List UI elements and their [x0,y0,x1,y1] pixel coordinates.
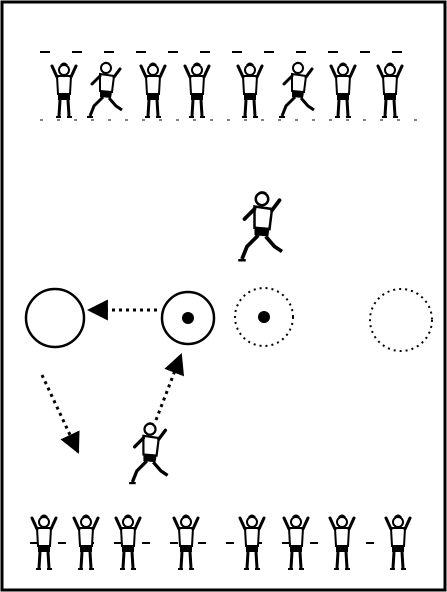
bottom-group-left [30,513,200,571]
bottom-player-2 [72,513,100,571]
run-to-station-arrow [154,353,185,421]
top-player-2 [85,60,124,119]
bottom-player-1 [30,513,58,571]
top-player-6 [277,60,316,119]
top-player-3 [139,61,167,119]
bottom-player-8 [384,513,412,571]
bottom-player-7 [328,513,356,571]
bottom-player-3 [114,513,142,571]
bottom-player-6 [282,513,310,571]
running-player-icon [236,189,284,263]
top-player-1 [50,61,78,119]
ball-icon [182,312,194,324]
top-group-left [50,60,211,119]
run-to-bottom-arrow [40,374,80,454]
bottom-player-4 [172,513,200,571]
arrows [40,299,185,454]
top-player-8 [376,61,404,119]
central-runner [236,189,284,263]
empty-station [369,288,433,352]
top-group-right [236,60,404,119]
top-player-7 [329,61,357,119]
target-left [24,287,86,349]
top-player-5 [236,61,264,119]
stations [24,287,433,352]
top-player-4 [183,61,211,119]
running-player-icon [127,420,170,485]
bottom-group-right [238,513,412,571]
bottom-runner [127,420,170,485]
bottom-player-5 [238,513,266,571]
ball-icon [258,311,270,323]
